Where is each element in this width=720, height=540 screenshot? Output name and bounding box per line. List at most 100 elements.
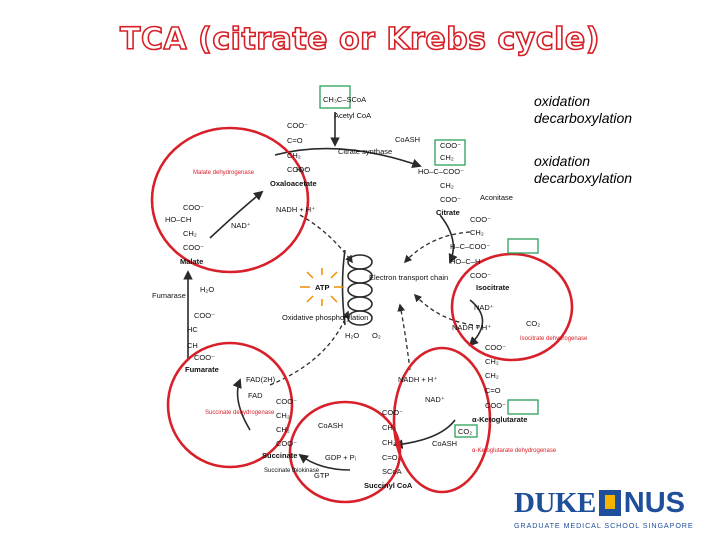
- arrow-isocitrate-to-akg: [468, 299, 484, 347]
- iso-struct-2: CH₂: [470, 228, 484, 237]
- arrow-succinylcoa-to-succinate: [298, 453, 351, 471]
- cycle-arrows: [183, 112, 484, 471]
- logo-duke: DUKE: [514, 486, 596, 519]
- succinate-thiokinase-label: Succinate thiokinase: [264, 468, 320, 474]
- iso-struct-5: COO⁻: [470, 271, 491, 280]
- succinate-label: Succinate: [262, 451, 297, 460]
- fumarate-label: Fumarate: [185, 365, 219, 374]
- iso-struct-3: H–C–COO⁻: [450, 242, 490, 251]
- akg-struct-1: COO⁻: [485, 343, 506, 352]
- malate-struct-4: COO⁻: [183, 243, 204, 252]
- malate-struct-2: HO–CH: [165, 215, 191, 224]
- oaa-struct-2: C=O: [287, 136, 303, 145]
- akg-label: α-Ketoglutarate: [472, 415, 527, 424]
- oxidation-note-1: oxidation decarboxylation: [534, 93, 633, 126]
- co2-akg: CO₂: [458, 427, 472, 436]
- circle-succinate-thiokinase: [288, 400, 402, 504]
- arrow-oaa-to-citrate: [274, 147, 422, 168]
- succinate-struct-2: CH₂: [276, 411, 290, 420]
- nadh-akg: NADH + H⁺: [398, 375, 437, 384]
- succinate-struct-4: COO⁻: [276, 439, 297, 448]
- coash-top: CoASH: [395, 135, 420, 144]
- o2-etc: O₂: [372, 331, 381, 340]
- iso-struct-4: HO–C–H: [450, 257, 480, 266]
- fumarase-label: Fumarase: [152, 291, 186, 300]
- iso-struct-1: COO⁻: [470, 215, 491, 224]
- citrate-struct-5: COO⁻: [440, 195, 461, 204]
- logo-crest-icon: [598, 490, 621, 516]
- arrow-citrate-to-isocitrate: [439, 214, 458, 264]
- succinylcoa-struct-1: COO⁻: [382, 408, 403, 417]
- fumarate-struct-3: CH: [187, 341, 198, 350]
- malate-struct-3: CH₂: [183, 229, 197, 238]
- scoa-label: SCoA: [382, 467, 402, 476]
- succinylcoa-struct-4: C=O: [382, 453, 398, 462]
- malate-label: Malate: [180, 257, 203, 266]
- h2o-etc: H₂O: [345, 331, 359, 340]
- acetylcoa-label: Acetyl CoA: [334, 111, 371, 120]
- circle-succinate-dh: [166, 341, 294, 469]
- duke-nus-logo: DUKE NUS GRADUATE MEDICAL SCHOOL SINGAPO…: [514, 486, 704, 532]
- citrate-struct-3: HO–C–COO⁻: [418, 167, 464, 176]
- oxaloacetate-label: Oxaloacetate: [270, 179, 317, 188]
- citrate-struct-4: CH₂: [440, 181, 454, 190]
- malate-dh-label: Malate dehydrogenase: [193, 170, 255, 176]
- citrate-label: Citrate: [436, 208, 460, 217]
- nadh-iso: NADH + H⁺: [452, 323, 491, 332]
- succinate-struct-1: COO⁻: [276, 397, 297, 406]
- coash-succ: CoASH: [318, 421, 343, 430]
- succinate-dh-label: Succinate dehydrogenase: [205, 410, 275, 416]
- page-title: TCA (citrate or Krebs cycle): [119, 21, 600, 58]
- nad-akg: NAD⁺: [425, 395, 445, 404]
- nadh-mal: NADH + H⁺: [276, 205, 315, 214]
- logo-subtitle: GRADUATE MEDICAL SCHOOL SINGAPORE: [514, 521, 694, 530]
- highlight-boxes: [319, 85, 539, 438]
- fad-label: FAD: [248, 391, 263, 400]
- oaa-struct-4: COO⁻: [287, 165, 308, 174]
- arrow-succinate-to-fumarate: [232, 378, 251, 431]
- arrow-malate-to-oaa: [209, 190, 264, 239]
- isocitrate-dh-label: Isocitrate dehydrogenase: [520, 336, 588, 342]
- nad-mal: NAD⁺: [231, 221, 251, 230]
- akg-struct-5: COO⁻: [485, 401, 506, 410]
- circle-isocitrate-dh: [450, 252, 574, 362]
- nadh-dashed-arrows: [269, 214, 481, 386]
- co2-iso: CO₂: [526, 319, 540, 328]
- h2o-top: H₂O: [296, 165, 310, 174]
- akg-struct-2: CH₂: [485, 357, 499, 366]
- atp-label: ATP: [315, 283, 329, 292]
- oxidation-note-2: oxidation decarboxylation: [534, 153, 633, 186]
- oxphos-label: Oxidative phosphorylation: [282, 313, 368, 322]
- fad2h-label: FAD(2H): [246, 375, 276, 384]
- succinylcoa-struct-3: CH₂: [382, 438, 396, 447]
- citrate-synthase-label: Citrate synthase: [338, 147, 392, 156]
- acetylcoa-formula: CH₃C–SCoA: [323, 95, 366, 104]
- oaa-struct-1: COO⁻: [287, 121, 308, 130]
- coash-akg: CoASH: [432, 439, 457, 448]
- aconitase-label: Aconitase: [480, 193, 513, 202]
- citrate-struct-2: CH₂: [440, 153, 454, 162]
- succinate-struct-3: CH₂: [276, 425, 290, 434]
- akg-struct-3: CH₂: [485, 371, 499, 380]
- gdp-label: GDP + Pᵢ: [325, 453, 356, 462]
- akg-struct-4: C=O: [485, 386, 501, 395]
- etc-label: Electron transport chain: [369, 273, 448, 282]
- fumarate-struct-1: COO⁻: [194, 311, 215, 320]
- circle-akg-dh: [392, 346, 492, 494]
- succinylcoa-struct-2: CH₂: [382, 423, 396, 432]
- citrate-struct-1: COO⁻: [440, 141, 461, 150]
- arrow-akg-to-succinylcoa: [393, 419, 456, 449]
- h2o-fum: H₂O: [200, 285, 214, 294]
- oaa-struct-3: CH₂: [287, 151, 301, 160]
- highlight-circles: [150, 126, 574, 504]
- logo-nus: NUS: [623, 486, 686, 519]
- fumarate-struct-2: HC: [187, 325, 198, 334]
- nad-iso: NAD⁺: [474, 303, 494, 312]
- isocitrate-label: Isocitrate: [476, 283, 509, 292]
- circle-malate-dh: [150, 126, 310, 274]
- gtp-label: GTP: [314, 471, 329, 480]
- akg-dh-label: α-Ketoglutarate dehydrogenase: [472, 448, 557, 454]
- atp-burst-icon: [300, 268, 344, 306]
- fumarate-struct-4: COO⁻: [194, 353, 215, 362]
